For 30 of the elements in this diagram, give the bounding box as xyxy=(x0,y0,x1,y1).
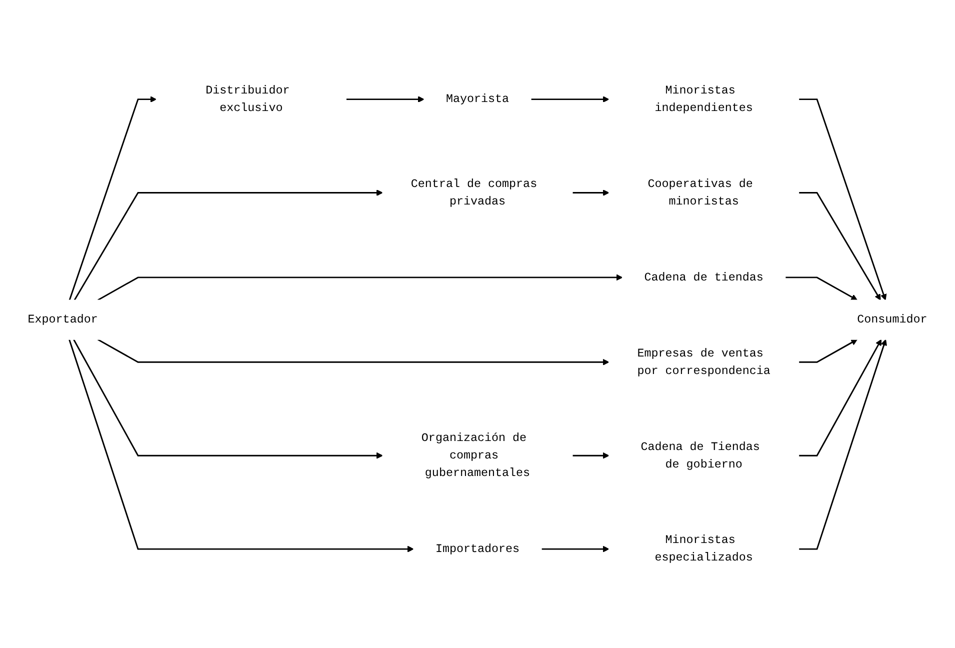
node-text: Exportador xyxy=(28,313,98,326)
arrow xyxy=(798,192,881,300)
arrow xyxy=(530,96,610,102)
arrow xyxy=(798,98,887,300)
node-text: Organización de compras gubernamentales xyxy=(421,431,530,480)
arrow xyxy=(97,338,610,366)
arrow xyxy=(785,276,858,300)
arrow xyxy=(798,339,887,550)
arrow xyxy=(798,339,882,456)
node-text: Cooperativas de minoristas xyxy=(648,177,753,208)
arrow xyxy=(68,96,157,300)
arrow xyxy=(97,274,623,301)
node-text: Distribuidor exclusivo xyxy=(206,84,290,114)
node-text: Importadores xyxy=(435,542,520,556)
node-text: Empresas de ventas por correspondencia xyxy=(637,346,770,378)
arrow xyxy=(346,96,424,102)
node-text: Consumidor xyxy=(857,313,928,326)
node-text: Central de compras privadas xyxy=(410,177,538,208)
arrow xyxy=(572,452,610,459)
node-text: Minoristas independientes xyxy=(654,84,753,114)
arrow xyxy=(73,338,383,459)
arrow xyxy=(68,339,414,552)
arrow xyxy=(572,189,610,196)
arrow xyxy=(74,189,383,300)
arrow xyxy=(798,339,858,363)
node-text: Mayorista xyxy=(446,92,510,106)
node-text: Minoristas especializados xyxy=(654,534,753,564)
node-text: Cadena de tiendas xyxy=(644,270,764,284)
arrow xyxy=(541,546,610,552)
node-text: Cadena de Tiendas de gobierno xyxy=(640,440,760,471)
